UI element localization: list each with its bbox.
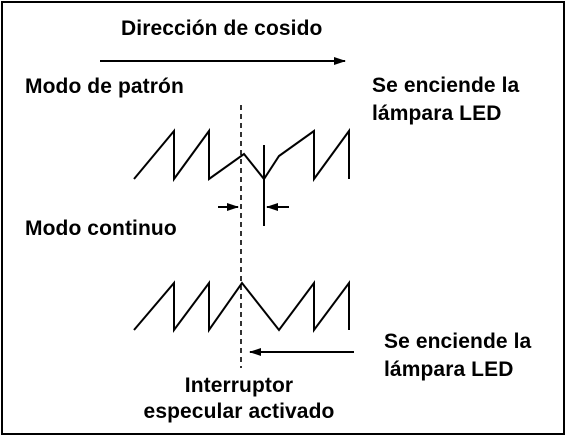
mirror-switch-label-line1: Interruptor xyxy=(184,374,294,397)
pattern-mode-stitch-line xyxy=(133,127,350,183)
sewing-direction-label: Dirección de cosido xyxy=(121,17,323,40)
led-on-top-label-line2: lámpara LED xyxy=(372,102,502,125)
diagram-frame xyxy=(1,1,565,435)
mirror-switch-label-line2: especular activado xyxy=(143,400,335,423)
led-on-bottom-label-line2: lámpara LED xyxy=(384,358,514,381)
continuous-mode-label: Modo continuo xyxy=(25,217,177,240)
pattern-mode-label: Modo de patrón xyxy=(25,75,184,98)
led-on-top-label-line1: Se enciende la xyxy=(372,74,520,97)
led-on-bottom-label-line1: Se enciende la xyxy=(384,330,532,353)
continuous-mode-stitch-line xyxy=(133,279,350,334)
